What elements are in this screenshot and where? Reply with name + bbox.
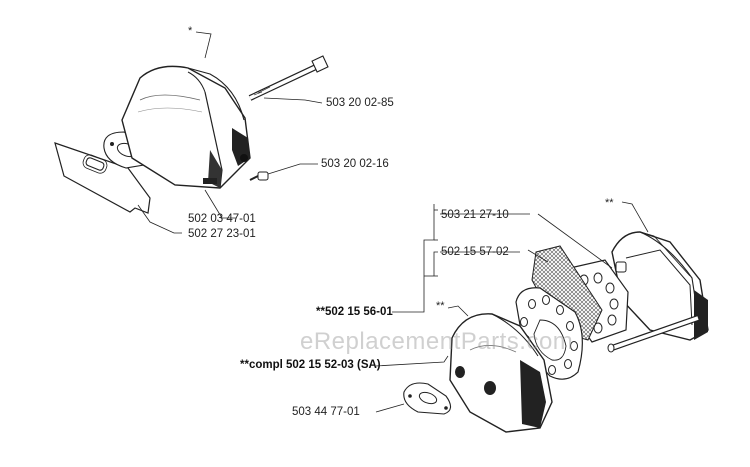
gasket-bottom (403, 382, 452, 415)
label-part-b: 502 15 57-02 (441, 246, 509, 258)
marker-right-cover: ** (605, 197, 614, 209)
muffler-housing-left (121, 65, 251, 189)
muffler-cover-front (449, 313, 553, 433)
leaders-left (137, 31, 323, 234)
label-kit: **502 15 56-01 (316, 306, 393, 318)
gasket-plate-left (54, 142, 151, 214)
label-plate-left: 502 27 23-01 (188, 228, 256, 240)
label-bolt-long: 503 20 02-85 (326, 97, 394, 109)
muffler-cover-right (611, 231, 709, 341)
long-bolt (248, 55, 329, 101)
label-gasket-bottom: 503 44 77-01 (292, 406, 360, 418)
leaders-right (375, 201, 649, 413)
spark-screen (531, 245, 603, 341)
watermark: eReplacementParts.com (300, 328, 574, 355)
small-screw (249, 171, 269, 181)
label-part-a: 503 21 27-10 (441, 209, 509, 221)
label-gasket-left: 502 03 47-01 (188, 213, 256, 225)
marker-front-cover: ** (436, 300, 445, 312)
long-rod-right (607, 315, 699, 353)
label-screw-small: 503 20 02-16 (321, 158, 389, 170)
label-complete: **compl 502 15 52-03 (SA) (240, 359, 381, 371)
marker-top-left: * (188, 25, 193, 37)
